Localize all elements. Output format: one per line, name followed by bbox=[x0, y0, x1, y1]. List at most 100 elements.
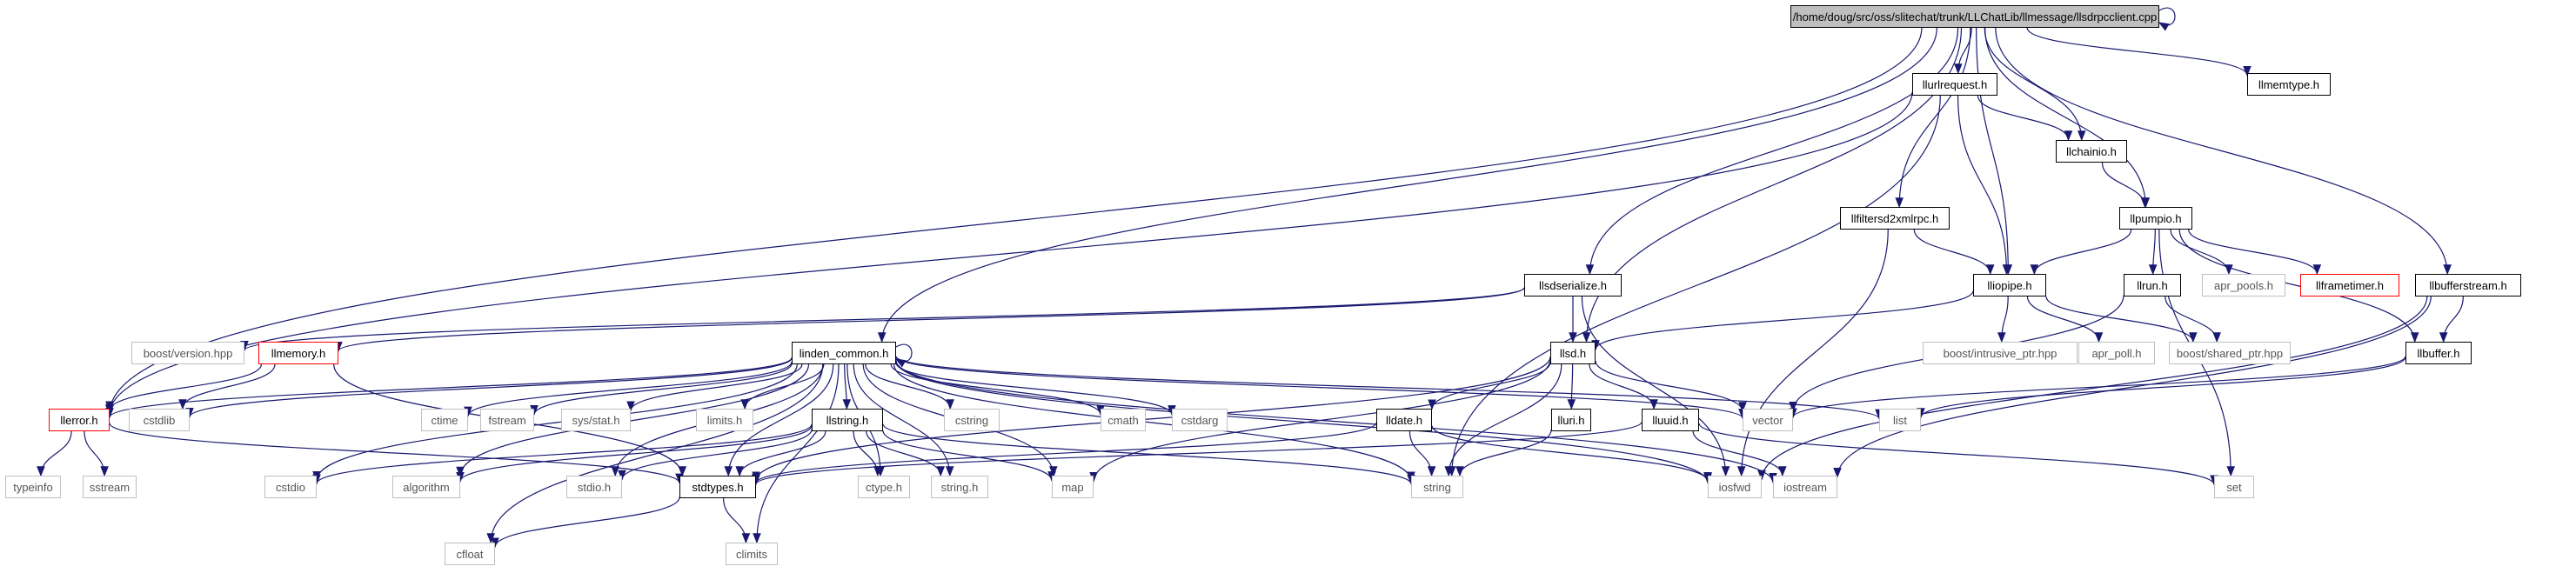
node-boost-version: boost/version.hpp bbox=[131, 342, 244, 364]
edge-llurlrequest-to-llchainio bbox=[1977, 95, 2073, 142]
edge-llbufferstream-to-iosfwd bbox=[1757, 296, 2428, 481]
node-stdtypes[interactable]: stdtypes.h bbox=[679, 476, 756, 498]
edge-linden_common-to-list bbox=[895, 356, 1883, 420]
edge-lliopipe-to-boost_intrusive bbox=[1997, 296, 2009, 343]
edge-root-to-root bbox=[2158, 7, 2176, 31]
edge-lluri-to-string bbox=[1455, 430, 1552, 477]
node-apr-pools: apr_pools.h bbox=[2202, 274, 2285, 296]
edge-root-to-llbufferstream bbox=[1995, 27, 2452, 276]
edge-linden_common-to-cstdlib bbox=[185, 357, 793, 418]
node-boost-intrusive-ptr: boost/intrusive_ptr.hpp bbox=[1923, 342, 2078, 364]
edge-linden_common-to-stringh bbox=[853, 363, 954, 477]
node-llstring[interactable]: llstring.h bbox=[812, 409, 883, 431]
node-llfiltersd2xmlrpc[interactable]: llfiltersd2xmlrpc.h bbox=[1840, 207, 1950, 230]
edge-llpumpio-to-llrun bbox=[2148, 229, 2158, 276]
node-llsd[interactable]: llsd.h bbox=[1550, 342, 1596, 364]
node-llbufferstream[interactable]: llbufferstream.h bbox=[2415, 274, 2521, 296]
node-root-file[interactable]: /home/doug/src/oss/slitechat/trunk/LLCha… bbox=[1790, 5, 2159, 28]
node-llurlrequest[interactable]: llurlrequest.h bbox=[1912, 73, 1997, 96]
node-typeinfo: typeinfo bbox=[5, 476, 61, 498]
edge-llstring-to-stringh bbox=[866, 430, 945, 477]
edge-llerror-to-sstream bbox=[84, 430, 109, 477]
node-string: string bbox=[1411, 476, 1463, 498]
edge-llerror-to-typeinfo bbox=[37, 430, 72, 477]
edge-llbuffer-to-vector bbox=[1789, 356, 2406, 419]
edge-llstring-to-string bbox=[882, 423, 1415, 485]
edge-lluuid-to-set bbox=[1698, 423, 2218, 486]
edge-llfiltersd2xmlrpc-to-lliopipe bbox=[1913, 229, 1995, 276]
node-lluri[interactable]: lluri.h bbox=[1551, 409, 1591, 431]
edge-lldate-to-stdtypes bbox=[752, 422, 1377, 484]
edge-root-to-linden_common bbox=[877, 27, 1937, 343]
node-cstdarg: cstdarg bbox=[1172, 409, 1228, 431]
edge-llstring-to-algorithm bbox=[456, 425, 813, 483]
edge-linden_common-to-climits bbox=[753, 363, 840, 544]
node-limits: limits.h bbox=[696, 409, 753, 431]
edge-llpumpio-to-llbuffer bbox=[2178, 229, 2419, 343]
node-lluuid[interactable]: lluuid.h bbox=[1642, 409, 1699, 431]
node-apr-poll: apr_poll.h bbox=[2078, 342, 2155, 364]
edge-linden_common-to-cstdarg bbox=[895, 363, 1176, 416]
node-llmemtype[interactable]: llmemtype.h bbox=[2247, 73, 2331, 96]
edge-linden_common-to-algorithm bbox=[456, 363, 810, 477]
edge-lldate-to-string bbox=[1408, 430, 1436, 477]
node-cfloat: cfloat bbox=[445, 543, 495, 565]
node-llmemory[interactable]: llmemory.h bbox=[258, 342, 338, 364]
edge-linden_common-to-string bbox=[893, 363, 1415, 483]
node-set: set bbox=[2214, 476, 2254, 498]
edge-root-to-llchainio bbox=[1984, 27, 2086, 142]
edge-llpumpio-to-apr_pools bbox=[2170, 229, 2233, 276]
edge-root-to-llfiltersd2xmlrpc bbox=[1895, 27, 1971, 209]
edge-llsdserialize-to-boost_version bbox=[240, 287, 1525, 352]
node-llchainio[interactable]: llchainio.h bbox=[2056, 140, 2127, 163]
node-string-h: string.h bbox=[931, 476, 988, 498]
edge-llstring-to-cstdio bbox=[312, 423, 813, 485]
node-cstdio: cstdio bbox=[264, 476, 317, 498]
edge-stdtypes-to-climits bbox=[722, 497, 751, 544]
edge-llsd-to-stdtypes bbox=[752, 356, 1551, 483]
edge-linden_common-to-linden_common bbox=[894, 343, 913, 368]
edge-llchainio-to-llpumpio bbox=[2101, 162, 2150, 209]
node-llsdserialize[interactable]: llsdserialize.h bbox=[1524, 274, 1622, 296]
edge-llrun-to-boost_shared bbox=[2165, 296, 2221, 343]
edge-linden_common-to-stdtypes bbox=[724, 363, 834, 477]
edge-llstring-to-ctype bbox=[853, 430, 882, 477]
node-llerror[interactable]: llerror.h bbox=[49, 409, 110, 431]
edge-llsd-to-vector bbox=[1595, 360, 1747, 413]
edge-root-to-llurlrequest bbox=[1954, 27, 1972, 75]
edge-linden_common-to-fstream bbox=[530, 363, 793, 416]
node-llrun[interactable]: llrun.h bbox=[2124, 274, 2181, 296]
node-map: map bbox=[1052, 476, 1094, 498]
node-cstdlib: cstdlib bbox=[129, 409, 190, 431]
edge-linden_common-to-iosfwd bbox=[895, 361, 1712, 484]
node-ctype: ctype.h bbox=[858, 476, 910, 498]
node-llbuffer[interactable]: llbuffer.h bbox=[2405, 342, 2472, 364]
edge-llmemory-to-llerror bbox=[105, 363, 263, 412]
edge-llsd-to-lldate bbox=[1428, 362, 1551, 410]
node-cmath: cmath bbox=[1101, 409, 1146, 431]
node-vector: vector bbox=[1743, 409, 1793, 431]
edge-linden_common-to-cstring bbox=[865, 363, 954, 410]
edge-llurlrequest-to-llerror bbox=[105, 91, 1913, 416]
edge-lluuid-to-iostream bbox=[1692, 430, 1787, 477]
edge-linden_common-to-cfloat bbox=[486, 363, 824, 544]
edge-linden_common-to-cmath bbox=[890, 363, 1105, 416]
node-sstream: sstream bbox=[83, 476, 137, 498]
edge-linden_common-to-llstring bbox=[842, 363, 852, 410]
node-linden-common[interactable]: linden_common.h bbox=[792, 342, 896, 364]
node-sys-stat: sys/stat.h bbox=[561, 409, 631, 431]
edge-llsdserialize-to-llmemory bbox=[334, 287, 1525, 352]
edge-llurlrequest-to-string bbox=[1447, 95, 1941, 477]
edge-lldate-to-iosfwd bbox=[1431, 425, 1712, 483]
node-llframetimer[interactable]: llframetimer.h bbox=[2300, 274, 2399, 296]
edge-llurlrequest-to-lliopipe bbox=[1957, 95, 2011, 276]
node-llpumpio[interactable]: llpumpio.h bbox=[2119, 207, 2192, 230]
node-lliopipe[interactable]: lliopipe.h bbox=[1973, 274, 2046, 296]
edge-linden_common-to-cstdio bbox=[312, 363, 798, 482]
edge-llbuffer-to-list bbox=[1917, 356, 2406, 419]
node-lldate[interactable]: lldate.h bbox=[1376, 409, 1432, 431]
edge-linden_common-to-llerror bbox=[105, 356, 793, 419]
edge-root-to-llmemtype bbox=[2026, 27, 2251, 77]
edge-lluuid-to-stdtypes bbox=[752, 421, 1643, 486]
